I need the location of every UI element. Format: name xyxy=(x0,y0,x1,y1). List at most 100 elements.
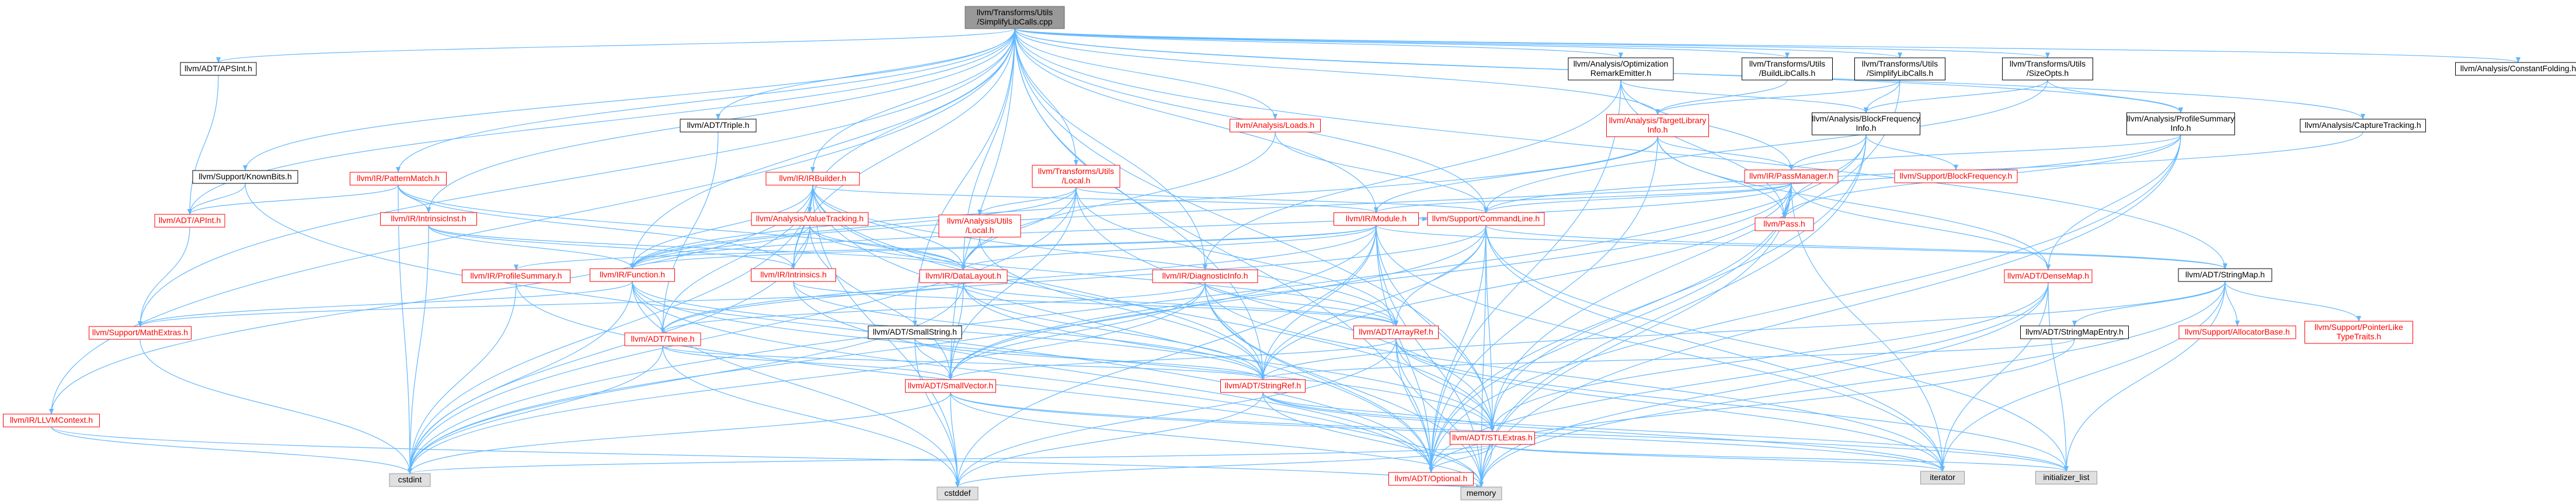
node-commandline[interactable]: llvm/Support/CommandLine.h xyxy=(1427,212,1545,226)
node-intrinsicinst[interactable]: llvm/IR/IntrinsicInst.h xyxy=(380,212,477,226)
node-remarkemitter[interactable]: llvm/Analysis/OptimizationRemarkEmitter.… xyxy=(1568,57,1674,81)
node-blockfrequency[interactable]: llvm/Support/BlockFrequency.h xyxy=(1894,169,2018,183)
node-stringmapentry[interactable]: llvm/ADT/StringMapEntry.h xyxy=(2020,325,2129,339)
node-memory[interactable]: memory xyxy=(1460,486,1502,500)
node-triple[interactable]: llvm/ADT/Triple.h xyxy=(680,119,757,133)
node-utilslocal[interactable]: llvm/Transforms/Utils/Local.h xyxy=(1032,165,1120,188)
edge-llvmcontext-to-cstdint xyxy=(51,426,412,474)
node-label: llvm/ADT/Optional.h xyxy=(1395,474,1467,483)
node-buildlibcalls[interactable]: llvm/Transforms/Utils/BuildLibCalls.h xyxy=(1742,57,1833,81)
node-label: llvm/Analysis/ValueTracking.h xyxy=(756,214,864,223)
node-pass[interactable]: llvm/Pass.h xyxy=(1755,217,1814,231)
node-twine[interactable]: llvm/ADT/Twine.h xyxy=(624,332,701,346)
node-analysisutilslocal[interactable]: llvm/Analysis/Utils/Local.h xyxy=(938,214,1021,238)
edge-commandline-to-stlextras xyxy=(1485,225,1495,432)
edge-diagnosticinfo-to-memory xyxy=(1205,282,1484,488)
edge-module-to-profilesummary xyxy=(514,225,1377,270)
edge-module-to-function xyxy=(630,225,1377,269)
node-box xyxy=(1460,486,1502,500)
node-valuetracking[interactable]: llvm/Analysis/ValueTracking.h xyxy=(751,212,869,226)
node-optional[interactable]: llvm/ADT/Optional.h xyxy=(1388,472,1474,486)
edge-root-to-irbuilder xyxy=(810,28,1015,173)
edge-utilslocal-to-function xyxy=(630,187,1077,269)
node-diagnosticinfo[interactable]: llvm/IR/DiagnosticInfo.h xyxy=(1152,269,1258,283)
node-constantfolding[interactable]: llvm/Analysis/ConstantFolding.h xyxy=(2455,62,2576,76)
edge-profilesummary-to-cstdint xyxy=(408,282,517,474)
node-label: llvm/ADT/APInt.h xyxy=(159,215,221,225)
edge-sizeopts-to-commandline xyxy=(1484,79,2048,213)
node-arrayref[interactable]: llvm/ADT/ArrayRef.h xyxy=(1353,325,1439,339)
node-simplifylibcalls_h[interactable]: llvm/Transforms/Utils/SimplifyLibCalls.h xyxy=(1854,57,1945,81)
node-label: /Local.h xyxy=(1061,176,1090,185)
node-datalayout[interactable]: llvm/IR/DataLayout.h xyxy=(919,269,1008,283)
edge-targetlibraryinfo-to-pass xyxy=(1657,136,1787,218)
node-box xyxy=(154,214,225,228)
node-llvmcontext[interactable]: llvm/IR/LLVMContext.h xyxy=(3,413,100,427)
node-label: llvm/IR/Function.h xyxy=(600,270,665,279)
edge-function-to-stlextras xyxy=(632,281,1495,432)
node-box xyxy=(965,6,1065,29)
node-initializer_list[interactable]: initializer_list xyxy=(2035,471,2097,485)
node-capturetracking[interactable]: llvm/Analysis/CaptureTracking.h xyxy=(2300,119,2426,133)
node-cstddef[interactable]: cstddef xyxy=(937,486,979,500)
edge-loads-to-datalayout xyxy=(961,131,1276,270)
node-loads[interactable]: llvm/Analysis/Loads.h xyxy=(1230,119,1321,133)
edge-utilslocal-to-stlextras xyxy=(1075,187,1495,432)
node-knownbits[interactable]: llvm/Support/KnownBits.h xyxy=(192,170,298,184)
node-box xyxy=(1920,471,1965,485)
edge-remarkemitter-to-diagnosticinfo xyxy=(1203,79,1621,270)
node-patternmatch[interactable]: llvm/IR/PatternMatch.h xyxy=(350,172,447,186)
node-label: llvm/ADT/SmallString.h xyxy=(873,327,957,336)
node-mathextras[interactable]: llvm/Support/MathExtras.h xyxy=(89,326,192,340)
node-label: llvm/ADT/ArrayRef.h xyxy=(1359,327,1433,336)
node-sizeopts[interactable]: llvm/Transforms/Utils/SizeOpts.h xyxy=(2002,57,2093,81)
node-label: /BuildLibCalls.h xyxy=(1759,68,1816,78)
node-box xyxy=(192,170,298,184)
edge-diagnosticinfo-to-smallvector xyxy=(948,282,1206,380)
node-box xyxy=(1742,57,1833,81)
node-smallvector[interactable]: llvm/ADT/SmallVector.h xyxy=(905,379,996,393)
node-label: llvm/IR/IRBuilder.h xyxy=(779,173,846,183)
edge-root-to-sizeopts xyxy=(1014,28,2050,58)
node-box xyxy=(1894,169,2018,183)
node-label: llvm/Pass.h xyxy=(1763,219,1805,228)
node-label: llvm/ADT/Triple.h xyxy=(687,120,750,130)
node-cstdint[interactable]: cstdint xyxy=(389,473,431,487)
node-root[interactable]: llvm/Transforms/Utils/SimplifyLibCalls.c… xyxy=(965,6,1065,29)
node-stringref[interactable]: llvm/ADT/StringRef.h xyxy=(1220,379,1306,393)
edge-targetlibraryinfo-to-densemap xyxy=(1657,136,2051,270)
edge-root-to-function xyxy=(630,28,1015,269)
node-allocatorbase[interactable]: llvm/Support/AllocatorBase.h xyxy=(2178,325,2296,339)
node-apsint[interactable]: llvm/ADT/APSInt.h xyxy=(180,62,257,76)
edge-module-to-stringmap xyxy=(1376,225,2227,269)
edge-targetlibraryinfo-to-optional xyxy=(1429,136,1658,473)
node-irbuilder[interactable]: llvm/IR/IRBuilder.h xyxy=(765,172,860,186)
node-smallstring[interactable]: llvm/ADT/SmallString.h xyxy=(868,325,962,339)
edge-profilesummaryinfo-to-optional xyxy=(1429,134,2181,473)
node-label: /SimplifyLibCalls.h xyxy=(1867,68,1933,78)
node-label: llvm/IR/DataLayout.h xyxy=(925,271,1001,280)
edge-function-to-cstdint xyxy=(408,281,633,474)
edge-remarkemitter-to-blockfrequencyinfo xyxy=(1620,79,1868,113)
edge-densemap-to-initializer_list xyxy=(2048,282,2069,472)
node-label: llvm/Analysis/Utils xyxy=(947,216,1012,225)
edge-patternmatch-to-apint xyxy=(187,185,399,215)
node-stlextras[interactable]: llvm/ADT/STLExtras.h xyxy=(1450,431,1535,445)
edge-blockfrequencyinfo-to-cstdint xyxy=(408,134,1867,474)
node-intrinsics[interactable]: llvm/IR/Intrinsics.h xyxy=(751,268,836,282)
edge-stringref-to-initializer_list xyxy=(1262,392,2069,472)
node-module[interactable]: llvm/IR/Module.h xyxy=(1334,212,1419,226)
node-profilesummary[interactable]: llvm/IR/ProfileSummary.h xyxy=(462,269,570,283)
node-passmanager[interactable]: llvm/IR/PassManager.h xyxy=(1744,169,1839,183)
node-box xyxy=(1388,472,1474,486)
node-function[interactable]: llvm/IR/Function.h xyxy=(590,268,675,282)
edge-blockfrequencyinfo-to-passmanager xyxy=(1789,134,1867,171)
node-apint[interactable]: llvm/ADT/APInt.h xyxy=(154,214,225,228)
node-iterator[interactable]: iterator xyxy=(1920,471,1965,485)
node-stringmap[interactable]: llvm/ADT/StringMap.h xyxy=(2178,268,2272,282)
node-densemap[interactable]: llvm/ADT/DenseMap.h xyxy=(2004,269,2093,283)
